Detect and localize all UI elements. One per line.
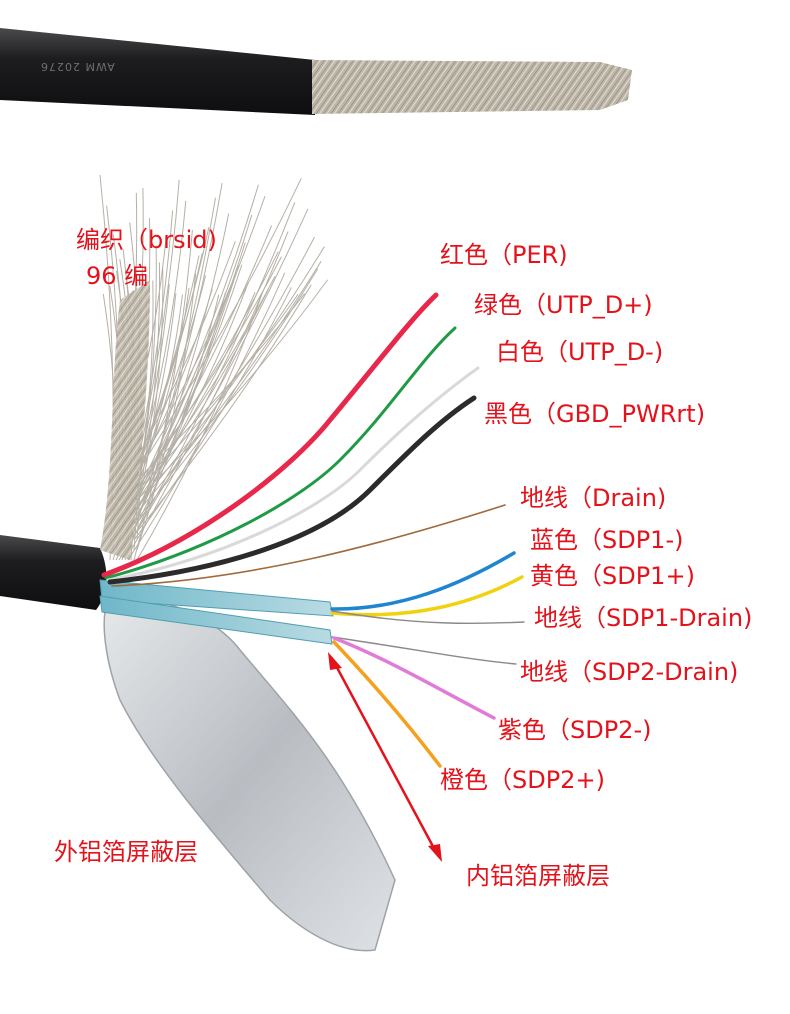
label-red-wire: 红色（PER) — [440, 241, 568, 269]
braid-strand — [133, 292, 226, 531]
label-braid-count: 96 编 — [86, 262, 149, 290]
label-drain-sdp2: 地线（SDP2-Drain) — [520, 658, 739, 686]
braid-strand — [112, 178, 302, 511]
label-green-wire: 绿色（UTP_D+) — [474, 291, 653, 319]
braid-strand — [118, 276, 276, 521]
label-orange-wire: 橙色（SDP2+) — [440, 766, 605, 794]
outer-foil-shield — [103, 596, 396, 952]
braid-strand — [136, 213, 230, 521]
inner-foil-arrow — [328, 652, 442, 862]
top-cable-jacket — [0, 28, 315, 115]
braid-strand — [121, 284, 312, 551]
cable-marking: AWM 20276 — [40, 60, 115, 73]
green-wire — [104, 326, 457, 580]
label-inner-foil: 内铝箔屏蔽层 — [466, 862, 610, 890]
orange-wire — [332, 640, 442, 768]
inner-foil-pair-1 — [99, 579, 334, 617]
black-wire — [107, 395, 477, 585]
braid-strand — [133, 184, 259, 501]
blue-wire — [330, 551, 516, 611]
wire-group — [101, 292, 525, 768]
purple-wire — [332, 636, 496, 720]
braid-strand — [115, 225, 273, 531]
braid-strand — [136, 279, 329, 501]
braid-strand — [133, 246, 325, 511]
braid-strand — [136, 273, 197, 551]
braid-strand — [121, 251, 279, 511]
braid-strand — [109, 294, 299, 521]
label-purple-wire: 紫色（SDP2-) — [498, 716, 652, 744]
top-cable-braid — [312, 60, 632, 114]
braid-strand — [118, 264, 243, 551]
label-white-wire: 白色（UTP_D-) — [496, 338, 664, 366]
yellow-wire — [330, 575, 524, 617]
sdp2-drain-wire — [331, 636, 517, 665]
main-cable-jacket — [0, 535, 107, 610]
red-wire — [101, 292, 439, 578]
white-wire — [106, 366, 480, 582]
label-drain-sdp1: 地线（SDP1-Drain) — [534, 604, 753, 632]
braid-strand — [136, 202, 296, 531]
label-blue-wire: 蓝色（SDP1-) — [530, 526, 684, 554]
braid-strand — [127, 268, 319, 531]
label-yellow-wire: 黄色（SDP1+) — [530, 562, 695, 590]
sdp1-drain-wire — [331, 610, 525, 625]
label-braid: 编织（brsid) — [76, 226, 217, 254]
inner-foil-pair-2 — [99, 595, 333, 645]
drain-wire — [111, 504, 506, 587]
braid-strand — [130, 261, 322, 521]
label-black-wire: 黑色（GBD_PWRrt) — [484, 400, 706, 428]
top-cable — [0, 28, 632, 115]
label-drain-wire: 地线（Drain) — [520, 484, 667, 512]
braid-bundle — [100, 280, 150, 560]
label-outer-foil: 外铝箔屏蔽层 — [54, 838, 198, 866]
braid-strand — [118, 208, 309, 561]
